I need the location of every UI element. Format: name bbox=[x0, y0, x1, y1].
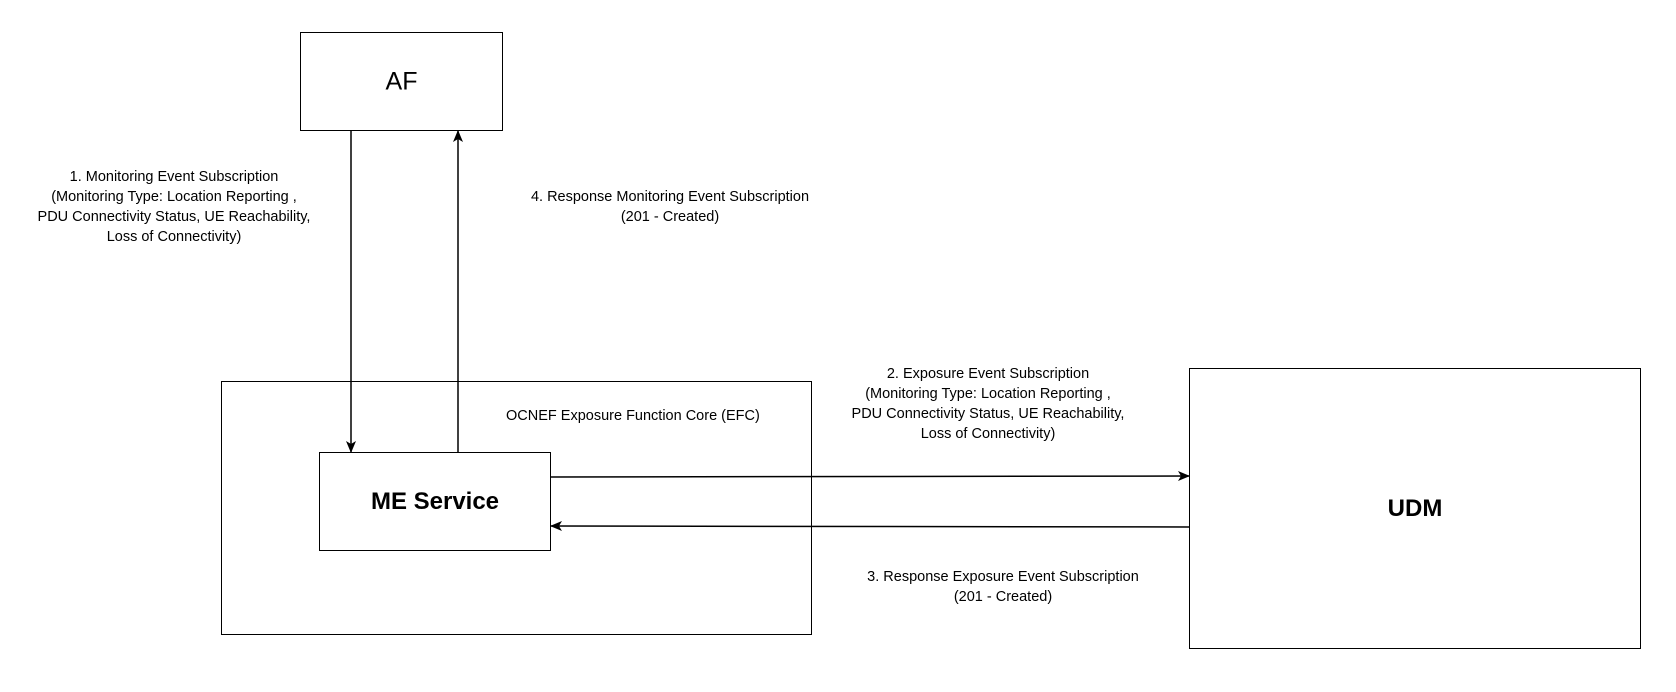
step4-line: (201 - Created) bbox=[620, 209, 720, 225]
me-service-box: ME Service bbox=[319, 452, 551, 551]
step1-line: 1. Monitoring Event Subscription bbox=[69, 169, 279, 185]
step2-line: Loss of Connectivity) bbox=[920, 426, 1056, 442]
af-label: AF bbox=[385, 67, 418, 95]
udm-label: UDM bbox=[1387, 494, 1443, 522]
af-box: AF bbox=[300, 32, 503, 131]
step1-line: PDU Connectivity Status, UE Reachability… bbox=[37, 209, 311, 225]
step2-line: (Monitoring Type: Location Reporting , bbox=[865, 386, 1111, 402]
step4-line: 4. Response Monitoring Event Subscriptio… bbox=[530, 189, 810, 205]
step2-line: 2. Exposure Event Subscription bbox=[886, 366, 1090, 382]
step3-line: 3. Response Exposure Event Subscription bbox=[867, 569, 1139, 585]
step2-label: 2. Exposure Event Subscription (Monitori… bbox=[838, 364, 1138, 444]
me-service-label: ME Service bbox=[370, 487, 500, 515]
efc-label: OCNEF Exposure Function Core (EFC) bbox=[506, 408, 760, 424]
step2-line: PDU Connectivity Status, UE Reachability… bbox=[851, 406, 1125, 422]
arrow-step2 bbox=[550, 471, 1190, 482]
arrow-step3 bbox=[550, 521, 1190, 532]
step3-label: 3. Response Exposure Event Subscription … bbox=[838, 567, 1168, 607]
step4-label: 4. Response Monitoring Event Subscriptio… bbox=[500, 187, 840, 227]
step1-label: 1. Monitoring Event Subscription (Monito… bbox=[24, 167, 324, 247]
step1-line: (Monitoring Type: Location Reporting , bbox=[51, 189, 297, 205]
step3-line: (201 - Created) bbox=[953, 589, 1053, 605]
step1-line: Loss of Connectivity) bbox=[106, 229, 242, 245]
udm-box: UDM bbox=[1189, 368, 1641, 649]
